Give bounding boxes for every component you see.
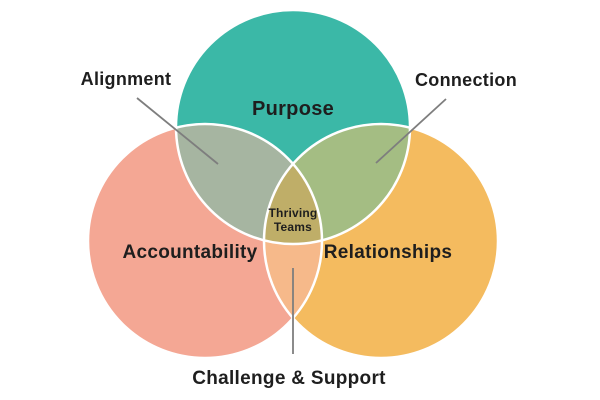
alignment-leader-line — [136, 97, 219, 165]
leader-lines — [136, 97, 447, 354]
alignment-label: Alignment — [81, 69, 172, 89]
outline-relationships — [262, 122, 500, 360]
relationships-label: Relationships — [324, 242, 452, 263]
accountability-label: Accountability — [122, 242, 257, 263]
connection-label: Connection — [415, 70, 517, 90]
purpose-label: Purpose — [252, 98, 334, 120]
outline-accountability — [86, 122, 324, 360]
challenge-support-label: Challenge & Support — [192, 368, 386, 389]
thriving-teams-label-line1: Thriving — [269, 206, 318, 220]
thriving-teams-label-line2: Teams — [274, 220, 312, 234]
connection-leader-line — [375, 98, 447, 164]
circle-outlines — [86, 8, 500, 360]
